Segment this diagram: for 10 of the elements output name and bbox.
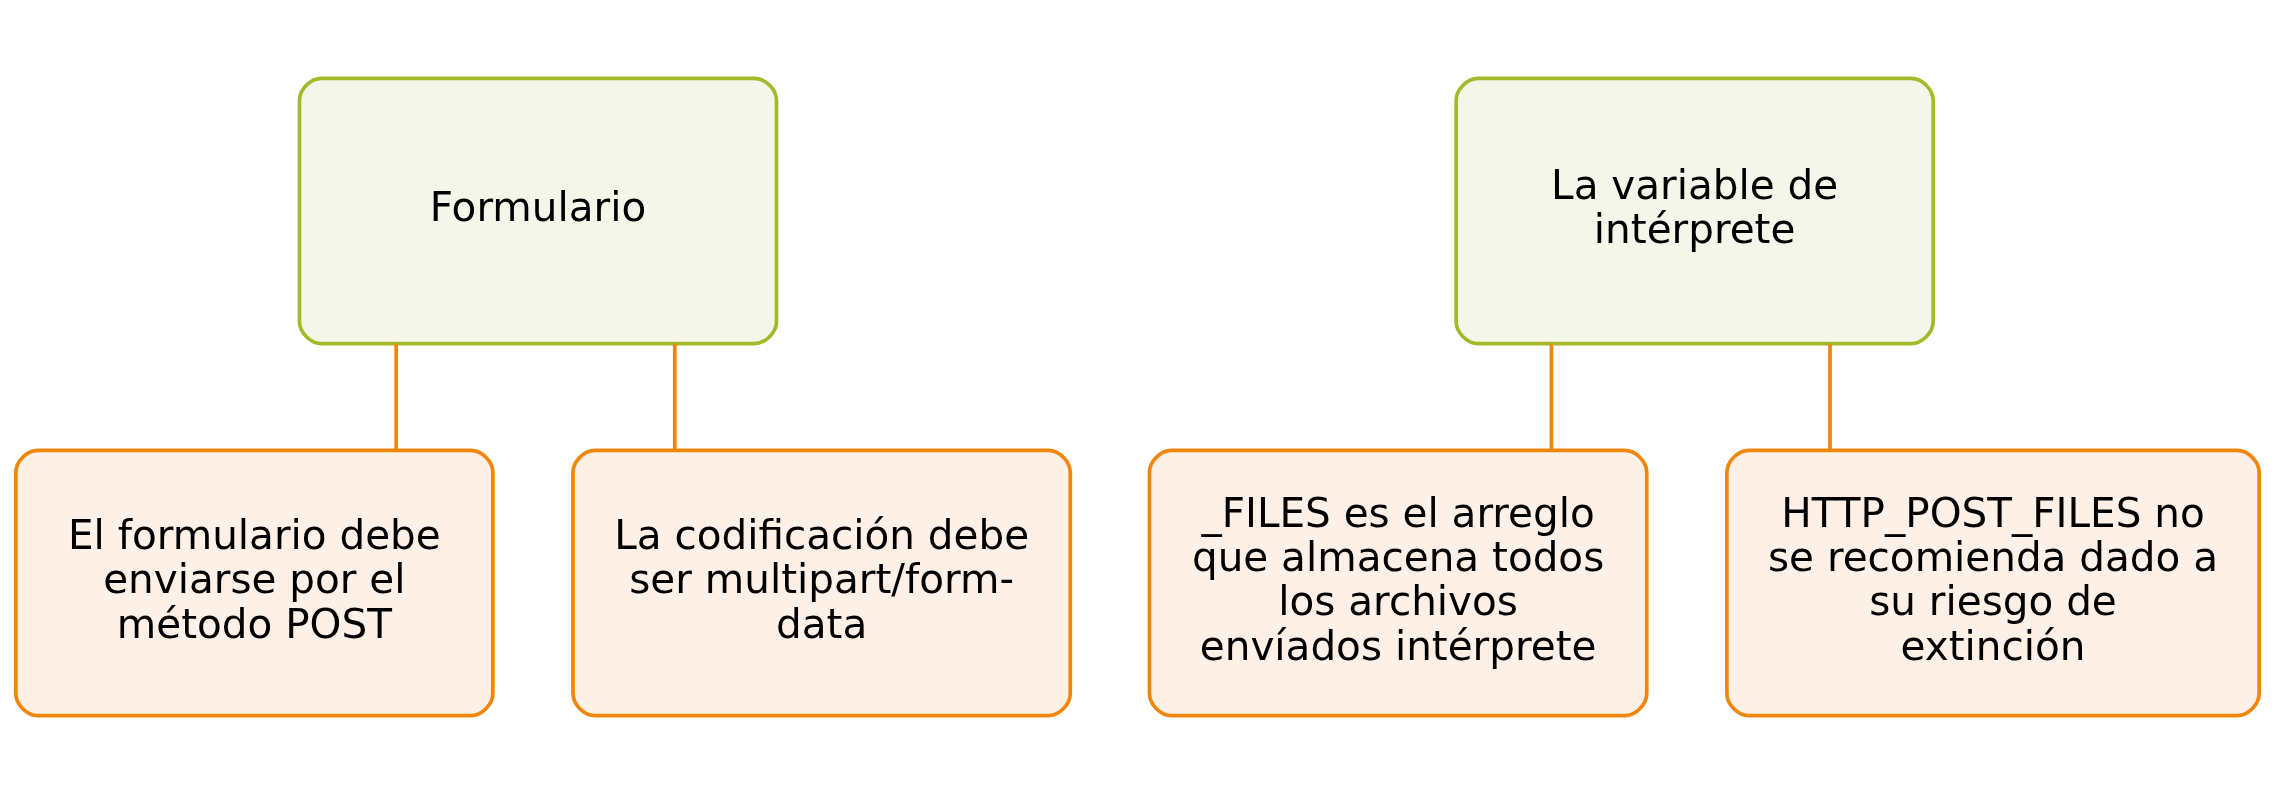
node-box: El formulario debe enviarse por el método POST	[14, 448, 495, 717]
node-box: HTTP_POST_FILES no se recomienda dado a su riesgo de extinción	[1725, 448, 2261, 717]
node-box: Formulario	[297, 76, 779, 345]
connector	[672, 343, 677, 450]
node-box: _FILES es el arreglo que almacena todos los archivos envíados intérprete	[1147, 448, 1649, 717]
connector	[394, 343, 398, 450]
node-box: La variable de intérprete	[1454, 76, 1935, 345]
node-box: La codificación debe ser multipart/form-data	[571, 448, 1073, 717]
connector	[1549, 343, 1554, 450]
connector	[1828, 343, 1832, 450]
